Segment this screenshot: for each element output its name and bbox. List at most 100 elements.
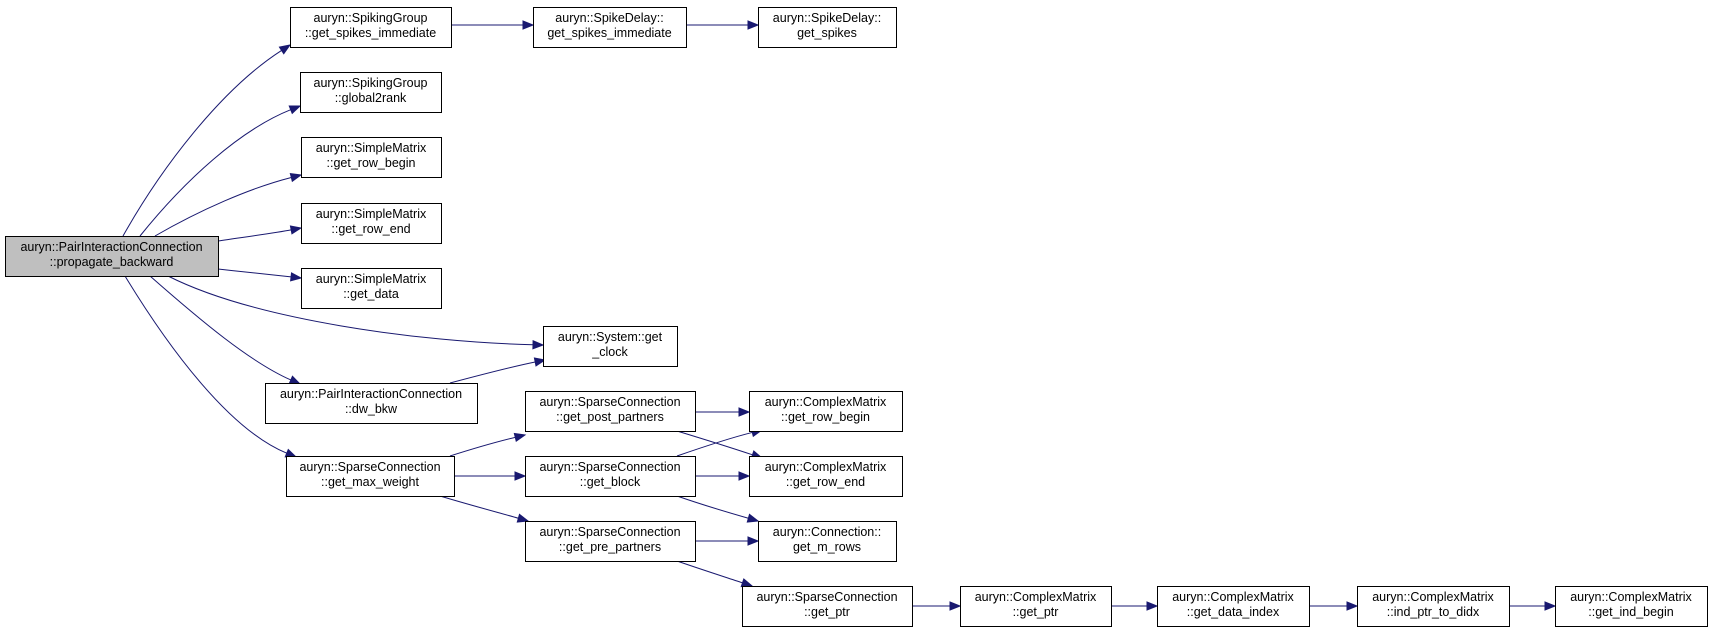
node-box[interactable] — [525, 456, 696, 497]
arrowhead-icon — [284, 448, 298, 458]
edge-n0-n9 — [149, 275, 302, 385]
graph-node-n10[interactable]: auryn::SparseConnection::get_max_weight — [286, 456, 455, 497]
node-box[interactable] — [742, 586, 913, 627]
node-label-line: _clock — [591, 345, 628, 359]
arrowhead-icon — [533, 357, 547, 367]
arrowhead-icon — [289, 225, 303, 235]
edge-n17-n18 — [912, 601, 962, 611]
edge-n11-n15 — [676, 430, 764, 460]
arrowhead-icon — [288, 375, 302, 385]
edge-layer — [122, 20, 1557, 611]
node-label-line: ::get_spikes_immediate — [305, 26, 436, 40]
node-box[interactable] — [301, 137, 442, 178]
node-box[interactable] — [533, 7, 687, 48]
edge-n0-n10 — [124, 275, 298, 458]
node-label-line: ::get_row_end — [331, 222, 410, 236]
graph-node-n13[interactable]: auryn::SparseConnection::get_pre_partner… — [525, 521, 696, 562]
edge-n11-n14 — [695, 407, 751, 417]
node-label-line: ::ind_ptr_to_didx — [1387, 605, 1480, 619]
node-label-line: auryn::ComplexMatrix — [1372, 590, 1494, 604]
node-label-line: ::get_row_end — [786, 475, 865, 489]
graph-node-n5[interactable]: auryn::SimpleMatrix::get_row_begin — [301, 137, 442, 178]
graph-node-n0[interactable]: auryn::PairInteractionConnection::propag… — [5, 236, 219, 277]
node-box[interactable] — [300, 72, 442, 113]
node-label-line: ::get_post_partners — [556, 410, 664, 424]
graph-node-n3[interactable]: auryn::SpikeDelay::get_spikes — [758, 7, 897, 48]
node-box[interactable] — [286, 456, 455, 497]
edge-line — [449, 361, 536, 384]
arrowhead-icon — [289, 173, 303, 183]
edge-n13-n17 — [676, 560, 754, 588]
edge-line — [167, 275, 534, 346]
edge-line — [217, 268, 292, 278]
graph-node-n14[interactable]: auryn::ComplexMatrix::get_row_begin — [749, 391, 903, 432]
edge-n10-n11 — [449, 432, 527, 457]
node-box[interactable] — [525, 521, 696, 562]
edge-line — [676, 495, 749, 519]
edge-n0-n7 — [217, 268, 303, 282]
arrowhead-icon — [1146, 601, 1159, 611]
node-label-line: ::get_max_weight — [321, 475, 420, 489]
graph-node-n21[interactable]: auryn::ComplexMatrix::get_ind_begin — [1555, 586, 1708, 627]
graph-node-n11[interactable]: auryn::SparseConnection::get_post_partne… — [525, 391, 696, 432]
node-box[interactable] — [301, 268, 442, 309]
edge-n1-n2 — [451, 20, 535, 30]
node-box[interactable] — [960, 586, 1112, 627]
node-box[interactable] — [749, 456, 903, 497]
node-label-line: get_spikes — [797, 26, 857, 40]
node-label-line: auryn::SpikingGroup — [314, 11, 428, 25]
node-box[interactable] — [1357, 586, 1510, 627]
graph-node-n9[interactable]: auryn::PairInteractionConnection::dw_bkw — [265, 383, 478, 424]
node-box[interactable] — [301, 203, 442, 244]
arrowhead-icon — [1544, 601, 1557, 611]
edge-n12-n16 — [676, 495, 760, 523]
edge-line — [449, 436, 516, 457]
node-box[interactable] — [543, 326, 678, 367]
graph-node-n20[interactable]: auryn::ComplexMatrix::ind_ptr_to_didx — [1357, 586, 1510, 627]
arrowhead-icon — [522, 20, 535, 30]
node-box[interactable] — [1157, 586, 1310, 627]
edge-line — [676, 431, 753, 457]
node-box[interactable] — [290, 7, 452, 48]
graph-node-n2[interactable]: auryn::SpikeDelay::get_spikes_immediate — [533, 7, 687, 48]
arrowhead-icon — [288, 105, 302, 115]
graph-node-n6[interactable]: auryn::SimpleMatrix::get_row_end — [301, 203, 442, 244]
node-label-line: auryn::PairInteractionConnection — [20, 240, 202, 254]
graph-node-n7[interactable]: auryn::SimpleMatrix::get_data — [301, 268, 442, 309]
node-label-line: auryn::ComplexMatrix — [1172, 590, 1294, 604]
edge-line — [217, 229, 292, 242]
edge-n0-n1 — [122, 44, 292, 237]
node-label-line: auryn::ComplexMatrix — [975, 590, 1097, 604]
node-label-line: auryn::SimpleMatrix — [316, 207, 427, 221]
graph-node-n17[interactable]: auryn::SparseConnection::get_ptr — [742, 586, 913, 627]
node-box[interactable] — [749, 391, 903, 432]
node-box[interactable] — [758, 521, 897, 562]
node-box[interactable] — [265, 383, 478, 424]
edge-n0-n8 — [167, 275, 545, 350]
arrowhead-icon — [1346, 601, 1359, 611]
node-box[interactable] — [5, 236, 219, 277]
graph-node-n19[interactable]: auryn::ComplexMatrix::get_data_index — [1157, 586, 1310, 627]
edge-line — [439, 495, 519, 519]
node-box[interactable] — [1555, 586, 1708, 627]
graph-node-n12[interactable]: auryn::SparseConnection::get_block — [525, 456, 696, 497]
node-label-line: ::propagate_backward — [50, 255, 174, 269]
graph-node-n8[interactable]: auryn::System::get_clock — [543, 326, 678, 367]
graph-node-n15[interactable]: auryn::ComplexMatrix::get_row_end — [749, 456, 903, 497]
node-label-line: auryn::SparseConnection — [539, 395, 680, 409]
edge-n10-n12 — [453, 471, 527, 481]
graph-node-n18[interactable]: auryn::ComplexMatrix::get_ptr — [960, 586, 1112, 627]
node-box[interactable] — [525, 391, 696, 432]
node-box[interactable] — [758, 7, 897, 48]
edge-line — [676, 560, 743, 584]
edge-n18-n19 — [1111, 601, 1159, 611]
edge-n9-n8 — [449, 357, 547, 384]
arrowhead-icon — [949, 601, 962, 611]
arrowhead-icon — [278, 44, 292, 55]
graph-node-n1[interactable]: auryn::SpikingGroup::get_spikes_immediat… — [290, 7, 452, 48]
graph-node-n4[interactable]: auryn::SpikingGroup::global2rank — [300, 72, 442, 113]
node-label-line: ::global2rank — [335, 91, 407, 105]
edge-n0-n4 — [139, 105, 302, 237]
graph-node-n16[interactable]: auryn::Connection::get_m_rows — [758, 521, 897, 562]
